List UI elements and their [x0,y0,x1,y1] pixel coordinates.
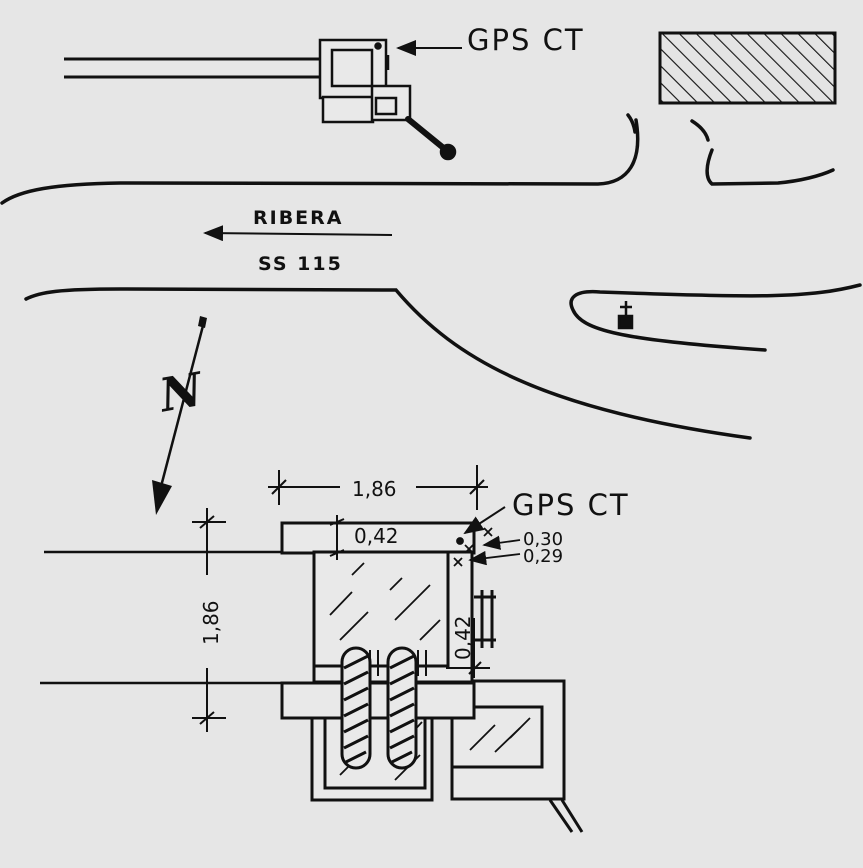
north-arrow: N [152,316,208,515]
side-ladder [474,590,496,648]
north-label: N [154,362,209,423]
gps-point [453,527,493,567]
road-edges [0,113,862,440]
gps-label-top-text: GPS CT [467,23,585,57]
hatched-building [658,31,837,105]
dim-width-top-label: 1,86 [352,477,397,501]
wall-lines [64,57,322,79]
dim-inner-top: 0,42 [329,515,399,560]
road-direction-text: RIBERA [253,207,344,229]
site-plan: GPS CT RIBERA SS 115 [0,23,862,515]
dim-height-left-label: 1,86 [199,600,223,645]
rebar-ties [369,650,427,676]
road-number-text: SS 115 [258,253,343,275]
detail-wall-lines [40,550,282,685]
middle-slab [280,681,476,720]
road-direction: RIBERA SS 115 [203,207,393,275]
dim-inner-right-label: 0,42 [451,615,475,660]
gps-label-detail: GPS CT [463,488,630,535]
dim-width-top: 1,86 [268,465,488,510]
station-detail: GPS CT 0,30 0,29 1,86 0,42 [40,465,630,833]
glass-strokes-body [329,562,441,641]
offset-leaders: 0,30 0,29 [468,529,563,567]
gps-label-top: GPS CT [396,23,585,57]
dim-inner-right: 0,42 [446,615,490,678]
rebar-columns [340,646,418,770]
station-plan-small [318,38,457,161]
offset-b-label: 0,29 [523,546,563,567]
cross-marker [617,301,634,330]
gps-label-detail-text: GPS CT [512,488,630,522]
dim-height-left: 1,86 [192,508,226,732]
top-slab [280,521,476,555]
rebar-hatch [343,654,415,764]
dim-inner-top-label: 0,42 [354,524,399,548]
offset-a-label: 0,30 [523,529,563,550]
